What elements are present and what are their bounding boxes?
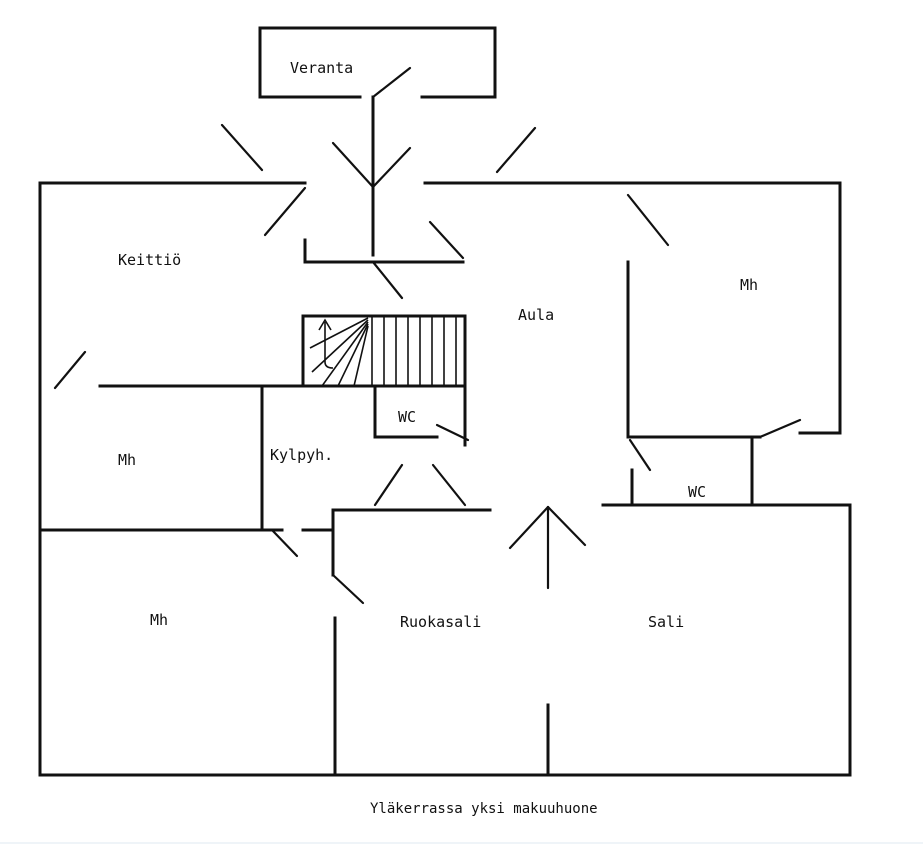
door-wc-east-b (628, 438, 652, 472)
label-keittio: Keittiö (118, 251, 181, 269)
door-kitchen-ext-b (263, 186, 307, 237)
door-vestibule (428, 220, 465, 260)
door-bedroom-ne (626, 193, 670, 247)
exterior-walls (38, 181, 852, 777)
door-entry-left (331, 141, 375, 189)
staircase (301, 314, 467, 388)
veranta-walls (258, 26, 497, 257)
label-wc-east: WC (688, 483, 706, 501)
door-kitchen-ext-a (220, 123, 264, 172)
label-aula: Aula (518, 306, 554, 324)
door-bath-b (431, 463, 467, 507)
label-mh-ne: Mh (740, 276, 758, 294)
label-sali: Sali (648, 613, 684, 631)
door-entry-right (371, 146, 412, 189)
door-bath-a (373, 463, 404, 507)
door-vestibule-inner-a (371, 260, 404, 300)
plan-caption: Yläkerrassa yksi makuuhuone (370, 801, 598, 817)
door-salon-b (546, 505, 587, 547)
door-wc-east-a (758, 418, 802, 439)
door-entry-east (495, 126, 537, 174)
door-dining (331, 573, 365, 605)
door-wc-center (435, 423, 470, 442)
door-kitchen-west (53, 350, 87, 390)
label-ruokasali: Ruokasali (400, 613, 481, 631)
label-wc-center: WC (398, 408, 416, 426)
door-salon-a (508, 505, 550, 550)
label-mh-sw: Mh (150, 611, 168, 629)
label-kylpyh: Kylpyh. (270, 446, 333, 464)
door-veranta (371, 66, 412, 99)
room-labels: Veranta Keittiö Aula Mh WC Mh Kylpyh. WC… (118, 59, 758, 631)
doors (53, 66, 802, 605)
label-mh-w: Mh (118, 451, 136, 469)
door-bedroom-sw (270, 528, 299, 558)
interior-walls (38, 238, 852, 777)
label-veranta: Veranta (290, 59, 353, 77)
